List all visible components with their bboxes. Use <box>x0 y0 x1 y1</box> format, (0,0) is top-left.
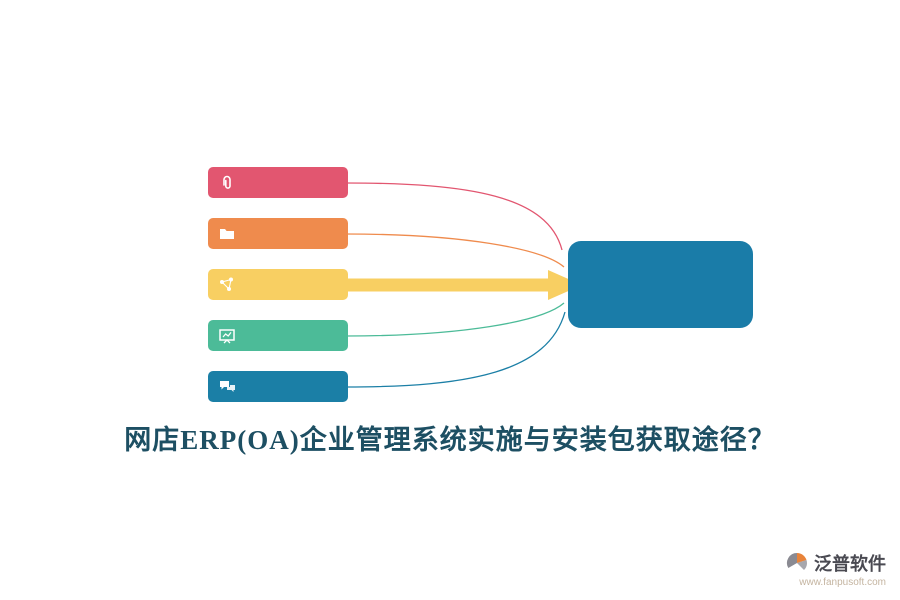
target-box <box>568 241 753 328</box>
source-bar-attachment <box>208 167 348 198</box>
connector-curve <box>345 302 565 337</box>
network-icon <box>220 277 233 291</box>
source-bar-chat <box>208 371 348 402</box>
brand-footer: 泛普软件 www.fanpusoft.com <box>786 550 886 588</box>
connector-curve <box>345 233 565 268</box>
page-title: 网店ERP(OA)企业管理系统实施与安装包获取途径？ <box>124 425 776 455</box>
paperclip-icon <box>223 175 231 189</box>
brand-url: www.fanpusoft.com <box>799 577 886 588</box>
source-bar-presentation <box>208 320 348 351</box>
chat-icon <box>220 380 235 392</box>
brand-logo-icon <box>786 552 807 570</box>
source-bar-network <box>208 269 348 300</box>
folder-icon <box>220 228 234 239</box>
brand-name: 泛普软件 <box>814 554 886 574</box>
presentation-icon <box>219 328 235 343</box>
source-bar-folder <box>208 218 348 249</box>
connector-curve <box>345 311 566 388</box>
connector-curve <box>345 182 563 251</box>
